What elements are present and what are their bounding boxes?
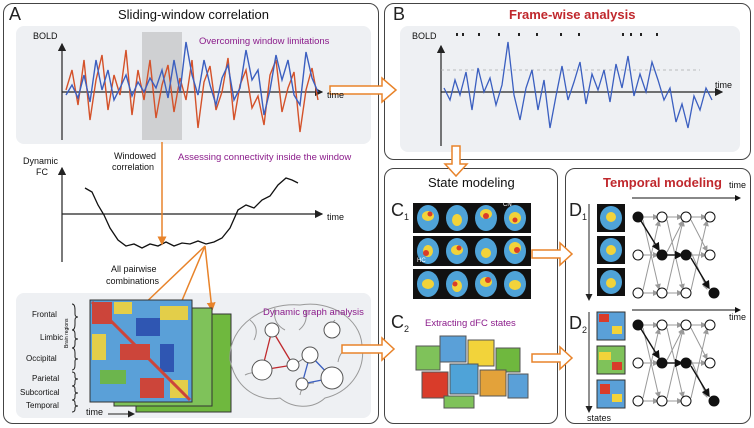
brain-regions-axis-label: Brain regions	[64, 318, 70, 348]
d2-matrix-column	[596, 311, 626, 409]
panel-b-time-label: time	[715, 80, 733, 90]
block-arrow-a-to-b	[329, 76, 398, 104]
block-arrow-c1-to-d1	[531, 241, 574, 267]
dynamic-graph-note: Dynamic graph analysis	[263, 307, 364, 318]
assessing-note: Assessing connectivity inside the window	[178, 152, 352, 163]
block-arrow-b-to-c	[443, 145, 469, 178]
block-arrow-c2-to-d2	[531, 345, 574, 371]
d1-subscript: 1	[582, 212, 588, 222]
fc-matrices	[89, 299, 232, 413]
d2-label: D2	[569, 313, 587, 335]
overcoming-note: Overcoming window limitations	[199, 36, 330, 47]
frame-tick-marks	[456, 33, 658, 36]
d1-brain-column	[597, 204, 625, 296]
d1-hmm-lattice	[632, 195, 741, 299]
d2-hmm-lattice	[632, 307, 741, 407]
region-occipital: Occipital	[26, 354, 57, 363]
c1-label: C1	[391, 200, 409, 222]
d2-time-label: time	[729, 312, 747, 322]
panel-b-letter: B	[393, 4, 406, 24]
panel-a-blue-signal	[65, 41, 319, 116]
d1-letter: D	[569, 200, 582, 220]
dynamic-fc-axes	[57, 166, 324, 262]
panel-b-title: Frame-wise analysis	[509, 7, 636, 22]
pairwise-label-1: All pairwise	[111, 264, 157, 274]
extracting-note: Extracting dFC states	[425, 318, 516, 329]
windowed-label-2: correlation	[112, 162, 155, 172]
fc-label: FC	[36, 167, 48, 177]
panel-a-title: Sliding-window correlation	[118, 7, 270, 22]
region-temporal: Temporal	[26, 401, 59, 410]
region-subcortical: Subcortical	[20, 388, 60, 397]
matrix-time-label: time	[86, 407, 104, 417]
c2-subscript: 2	[404, 324, 410, 334]
brain-graph	[251, 321, 344, 391]
d2-letter: D	[569, 313, 582, 333]
panel-b-axes	[436, 44, 724, 146]
region-brackets	[71, 303, 79, 413]
states-label: states	[587, 413, 612, 423]
c1-subscript: 1	[404, 212, 410, 222]
panel-a-time-label: time	[327, 90, 345, 100]
orange-connectors	[136, 142, 216, 312]
cn-label: CN	[503, 202, 512, 208]
d1-time-label: time	[729, 180, 747, 190]
region-parietal: Parietal	[32, 374, 60, 383]
d2-subscript: 2	[582, 325, 588, 335]
panel-b-bold-label: BOLD	[412, 31, 437, 41]
region-frontal: Frontal	[32, 310, 57, 319]
pairwise-label-2: combinations	[106, 276, 160, 286]
block-arrow-a-to-c2	[341, 336, 396, 362]
windowed-label-1: Windowed	[114, 151, 157, 161]
panel-b-blue-signal	[443, 41, 713, 129]
c2-label: C2	[391, 312, 409, 334]
c1-brain-slices	[413, 203, 531, 299]
matrix-pattern	[90, 300, 192, 402]
hc-label: HC	[417, 258, 426, 264]
dynamic-fc-time-label: time	[327, 212, 345, 222]
panel-b-signal-bg	[400, 26, 740, 152]
dynamic-label: Dynamic	[23, 156, 59, 166]
panel-a-red-signal	[65, 49, 319, 133]
c1-letter: C	[391, 200, 404, 220]
panel-a-letter: A	[9, 4, 22, 24]
brain-outline	[229, 303, 364, 407]
region-limbic: Limbic	[40, 333, 64, 342]
c2-letter: C	[391, 312, 404, 332]
panel-c-title: State modeling	[428, 175, 515, 190]
panel-d-title: Temporal modeling	[603, 175, 722, 190]
dfc-state-cubes	[415, 335, 529, 409]
panel-a-bold-label: BOLD	[33, 31, 58, 41]
d1-label: D1	[569, 200, 587, 222]
dynamic-fc-curve	[84, 177, 299, 249]
